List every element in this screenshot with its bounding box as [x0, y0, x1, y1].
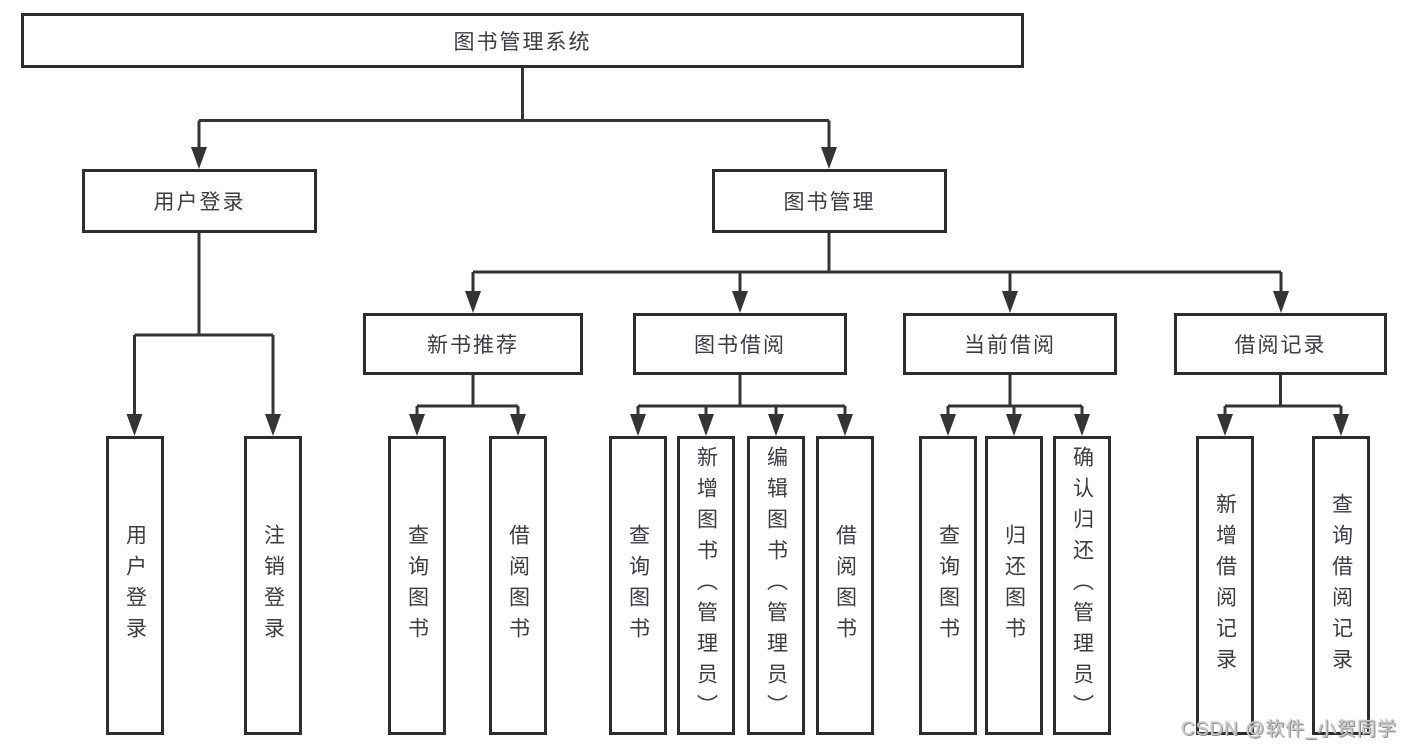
arrowhead-leaf-add-book-admin [698, 414, 714, 436]
node-book-management: 图书管理 [712, 169, 947, 233]
node-user-login-label: 用户登录 [153, 191, 246, 214]
node-current-borrowing-label: 当前借阅 [964, 334, 1056, 357]
leaf-confirm-return-admin: 确认归还（管理员） [1053, 436, 1111, 735]
node-book-management-label: 图书管理 [783, 191, 876, 214]
arrowhead-book-management [821, 147, 837, 169]
node-root: 图书管理系统 [21, 13, 1024, 68]
node-borrowing-records-label: 借阅记录 [1234, 334, 1327, 357]
node-new-book-recommend: 新书推荐 [363, 313, 583, 375]
leaf-query-borrow-record-label: 查询借阅记录 [1329, 492, 1353, 679]
arrowhead-leaf-logout [265, 414, 281, 436]
arrowhead-new-book-recommend [465, 291, 481, 313]
leaf-add-book-admin: 新增图书（管理员） [677, 436, 735, 735]
node-root-label: 图书管理系统 [453, 30, 592, 54]
leaf-query-book-current: 查询图书 [919, 436, 977, 735]
arrowhead-leaf-borrow-book-borrowing [837, 414, 853, 436]
arrowhead-leaf-user-login [126, 414, 143, 436]
leaf-borrow-book-recommend-label: 借阅图书 [506, 523, 530, 648]
leaf-edit-book-admin-label: 编辑图书（管理员） [764, 446, 788, 725]
node-book-borrowing-label: 图书借阅 [694, 334, 786, 357]
node-current-borrowing: 当前借阅 [903, 313, 1117, 375]
arrowhead-borrowing-records [1273, 291, 1289, 313]
leaf-add-borrow-record-label: 新增借阅记录 [1213, 492, 1237, 679]
leaf-query-book-borrowing-label: 查询图书 [626, 523, 650, 648]
leaf-borrow-book-recommend: 借阅图书 [489, 436, 547, 735]
leaf-user-login: 用户登录 [106, 436, 164, 735]
leaf-add-book-admin-label: 新增图书（管理员） [694, 446, 718, 725]
leaf-edit-book-admin: 编辑图书（管理员） [747, 436, 805, 735]
arrowhead-leaf-query-book-borrowing [630, 414, 646, 436]
leaf-query-borrow-record: 查询借阅记录 [1312, 436, 1370, 735]
leaf-query-book-recommend-label: 查询图书 [405, 523, 429, 648]
arrowhead-current-borrowing [1002, 291, 1018, 313]
arrowhead-leaf-query-borrow-record [1333, 414, 1349, 436]
leaf-logout: 注销登录 [244, 436, 302, 735]
leaf-add-borrow-record: 新增借阅记录 [1196, 436, 1254, 735]
node-borrowing-records: 借阅记录 [1174, 313, 1387, 375]
leaf-query-book-recommend: 查询图书 [388, 436, 446, 735]
leaf-return-book-label: 归还图书 [1002, 523, 1026, 648]
leaf-query-book-current-label: 查询图书 [936, 523, 960, 648]
arrowhead-leaf-borrow-book-recommend [510, 414, 526, 436]
arrowhead-leaf-add-borrow-record [1217, 414, 1233, 436]
node-book-borrowing: 图书借阅 [633, 313, 847, 375]
leaf-return-book: 归还图书 [985, 436, 1043, 735]
leaf-query-book-borrowing: 查询图书 [609, 436, 667, 735]
arrowhead-leaf-query-book-recommend [409, 414, 425, 436]
leaf-borrow-book-borrowing: 借阅图书 [816, 436, 874, 735]
arrowhead-leaf-query-book-current [940, 414, 956, 436]
arrowhead-leaf-edit-book-admin [768, 414, 784, 436]
arrowheads [126, 147, 1349, 436]
node-user-login: 用户登录 [82, 169, 317, 233]
leaf-logout-label: 注销登录 [261, 523, 285, 648]
arrowhead-leaf-confirm-return-admin [1074, 414, 1090, 436]
arrowhead-user-login [191, 147, 207, 169]
leaf-user-login-label: 用户登录 [123, 523, 147, 648]
node-new-book-recommend-label: 新书推荐 [427, 334, 519, 357]
csdn-watermark: CSDN @软件_小贺同学 [1181, 719, 1397, 740]
leaf-borrow-book-borrowing-label: 借阅图书 [833, 523, 857, 648]
arrowhead-leaf-return-book [1006, 414, 1022, 436]
arrowhead-book-borrowing [732, 291, 748, 313]
leaf-confirm-return-admin-label: 确认归还（管理员） [1070, 446, 1094, 725]
